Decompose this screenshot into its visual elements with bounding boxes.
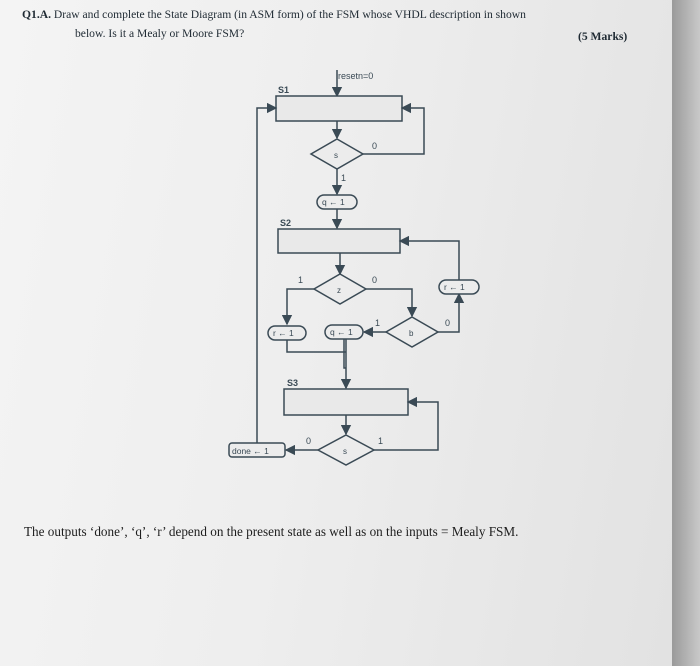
output-r-1-text: r ← 1 [273, 328, 294, 338]
output-r-2-text: r ← 1 [444, 282, 465, 292]
decision-s-2 [316, 434, 376, 466]
state-name-s3: S3 [287, 378, 298, 388]
decision-true-label-2: 1 [378, 436, 383, 446]
decision-input-z: z [337, 286, 341, 295]
question-marks: (5 Marks) [578, 30, 628, 43]
decision-true-label-b: 1 [375, 318, 380, 328]
decision-false-label-2: 0 [306, 436, 311, 446]
question-heading: Q1.A. Draw and complete the State Diagra… [22, 8, 642, 22]
state-box-s3 [283, 388, 409, 416]
state-name-s2: S2 [280, 218, 291, 228]
state-box-s1 [275, 95, 403, 122]
decision-input-s-1: s [334, 151, 338, 160]
question-text-line1: Draw and complete the State Diagram (in … [50, 8, 526, 21]
decision-input-s-2: s [343, 447, 347, 456]
decision-true-label-1: 1 [341, 173, 346, 183]
question-text-line2: below. Is it a Mealy or Moore FSM? [75, 27, 245, 40]
decision-b [384, 316, 440, 348]
output-q-1-text: q ← 1 [322, 197, 345, 207]
question-number: Q1.A. [22, 8, 51, 21]
page-edge-shadow [672, 0, 700, 666]
answer-text: The outputs ‘done’, ‘q’, ‘r’ depend on t… [24, 524, 519, 539]
decision-z [312, 273, 368, 305]
output-done-text: done ← 1 [232, 446, 269, 456]
decision-false-label-1: 0 [372, 141, 377, 151]
output-q-2-text: q ← 1 [330, 327, 353, 337]
decision-true-label-z: 1 [298, 275, 303, 285]
state-name-s1: S1 [278, 85, 289, 95]
decision-false-label-z: 0 [372, 275, 377, 285]
reset-label: resetn=0 [338, 71, 373, 81]
decision-input-b: b [409, 329, 414, 338]
decision-false-label-b: 0 [445, 318, 450, 328]
state-box-s2 [277, 228, 401, 254]
